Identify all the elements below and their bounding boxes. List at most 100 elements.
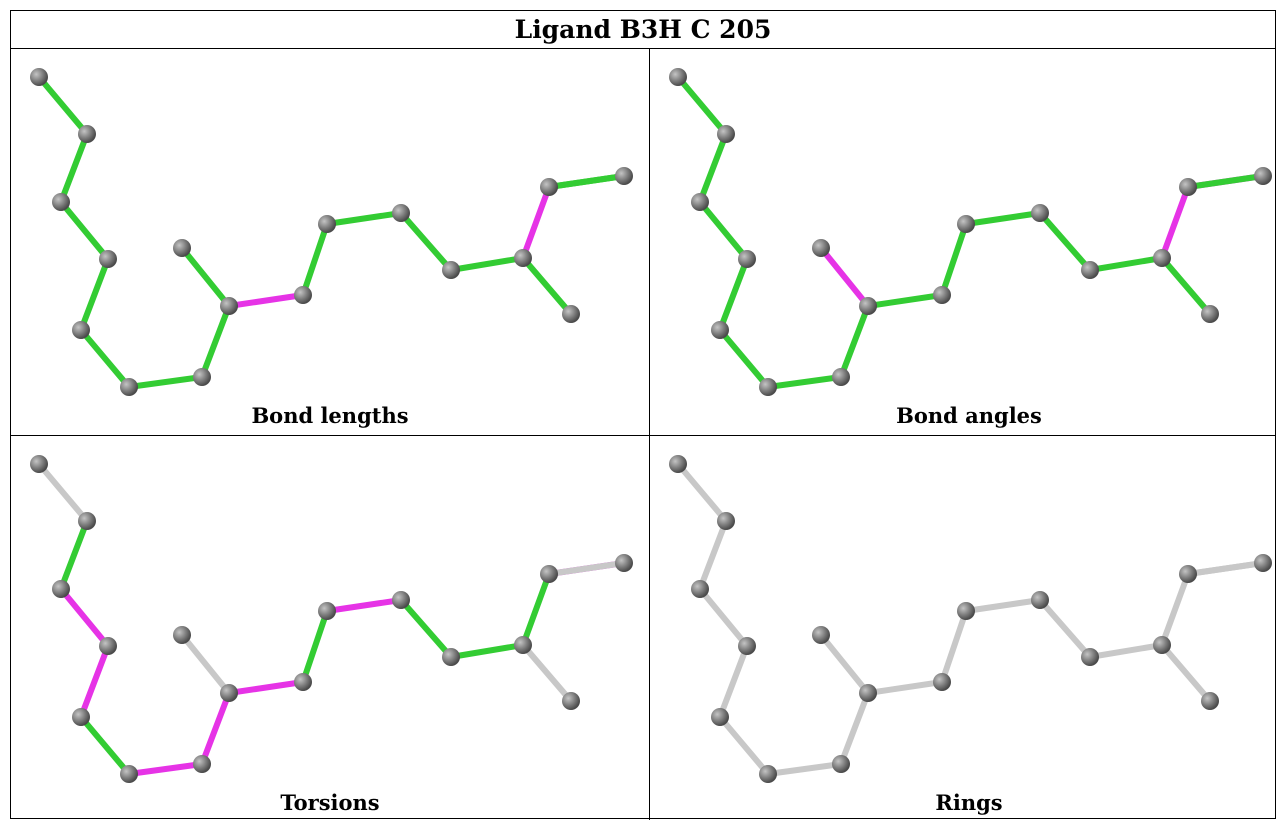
molecule-bond-angles xyxy=(669,68,1272,396)
bond-neutral xyxy=(939,608,969,685)
panel-bond-angles: Bond angles xyxy=(650,49,1276,434)
bond-neutral xyxy=(675,461,729,524)
atom xyxy=(193,755,211,773)
atom xyxy=(615,554,633,572)
atom xyxy=(859,297,877,315)
bond-outlier xyxy=(1159,184,1191,261)
atom xyxy=(1254,554,1272,572)
bond-neutral xyxy=(717,714,771,777)
atom xyxy=(72,321,90,339)
atom xyxy=(957,602,975,620)
atom xyxy=(832,755,850,773)
molecule-bond-lengths xyxy=(30,68,633,396)
bond-neutral xyxy=(546,560,627,577)
atom xyxy=(1031,204,1049,222)
bond-neutral xyxy=(765,761,844,777)
bond-neutral xyxy=(1159,571,1191,648)
atom xyxy=(120,378,138,396)
bond-ok xyxy=(78,256,111,333)
bond-outlier xyxy=(58,586,111,649)
atom xyxy=(99,637,117,655)
caption-rings: Rings xyxy=(935,790,1003,815)
atom xyxy=(717,512,735,530)
atom xyxy=(392,591,410,609)
atom xyxy=(759,378,777,396)
atom xyxy=(99,250,117,268)
atom xyxy=(933,286,951,304)
atom xyxy=(30,68,48,86)
bond-neutral xyxy=(865,679,945,696)
bond-ok xyxy=(675,74,729,137)
ligand-figure: Ligand B3H C 205 Bond lengths Bond angle… xyxy=(10,10,1276,820)
atom xyxy=(717,125,735,143)
atom xyxy=(738,250,756,268)
atom xyxy=(52,193,70,211)
bond-neutral xyxy=(697,518,729,592)
atom xyxy=(220,297,238,315)
atom xyxy=(562,305,580,323)
bond-ok xyxy=(300,608,330,685)
atom xyxy=(1179,178,1197,196)
bond-ok xyxy=(398,597,454,660)
horizontal-divider xyxy=(11,435,1276,436)
bond-ok xyxy=(36,74,90,137)
atom xyxy=(711,708,729,726)
bond-ok xyxy=(963,210,1043,227)
panel-bond-lengths: Bond lengths xyxy=(11,49,649,434)
bond-neutral xyxy=(1037,597,1093,660)
atom xyxy=(318,602,336,620)
atom xyxy=(442,648,460,666)
bond-ok xyxy=(1037,210,1093,273)
bond-ok xyxy=(865,292,945,309)
bond-ok xyxy=(448,642,526,660)
atom xyxy=(173,626,191,644)
molecule-torsions xyxy=(30,455,633,783)
atom xyxy=(832,368,850,386)
atom xyxy=(173,239,191,257)
bond-neutral xyxy=(1159,642,1213,704)
bond-outlier xyxy=(78,643,111,720)
atom xyxy=(72,708,90,726)
bond-ok xyxy=(58,518,90,592)
bond-ok xyxy=(179,245,232,309)
bond-outlier xyxy=(199,690,232,767)
bond-neutral xyxy=(520,642,574,704)
atom xyxy=(30,455,48,473)
caption-torsions: Torsions xyxy=(280,790,380,815)
atom xyxy=(120,765,138,783)
bond-ok xyxy=(717,327,771,390)
figure-title: Ligand B3H C 205 xyxy=(11,11,1275,49)
atom xyxy=(1179,565,1197,583)
bond-outlier xyxy=(226,292,306,309)
bond-neutral xyxy=(1087,642,1165,660)
atom xyxy=(442,261,460,279)
atom xyxy=(615,167,633,185)
atom xyxy=(220,684,238,702)
bond-neutral xyxy=(1185,560,1266,577)
bond-ok xyxy=(838,303,871,380)
bond-outlier xyxy=(324,597,404,614)
bond-ok xyxy=(58,131,90,205)
bond-outlier xyxy=(126,761,205,777)
atom xyxy=(78,125,96,143)
bond-neutral xyxy=(697,586,750,649)
caption-bond-angles: Bond angles xyxy=(896,403,1042,428)
atom xyxy=(691,193,709,211)
atom xyxy=(78,512,96,530)
atom xyxy=(392,204,410,222)
bond-neutral xyxy=(36,461,90,524)
atom xyxy=(562,692,580,710)
atom xyxy=(1081,261,1099,279)
bond-outlier xyxy=(226,679,306,696)
bond-ok xyxy=(546,173,627,190)
atom xyxy=(957,215,975,233)
bond-ok xyxy=(199,303,232,380)
atom xyxy=(193,368,211,386)
molecule-rings xyxy=(669,455,1272,783)
atom xyxy=(514,636,532,654)
bond-ok xyxy=(58,199,111,262)
bond-ok xyxy=(1185,173,1266,190)
atom xyxy=(514,249,532,267)
atom xyxy=(691,580,709,598)
bond-ok xyxy=(717,256,750,333)
